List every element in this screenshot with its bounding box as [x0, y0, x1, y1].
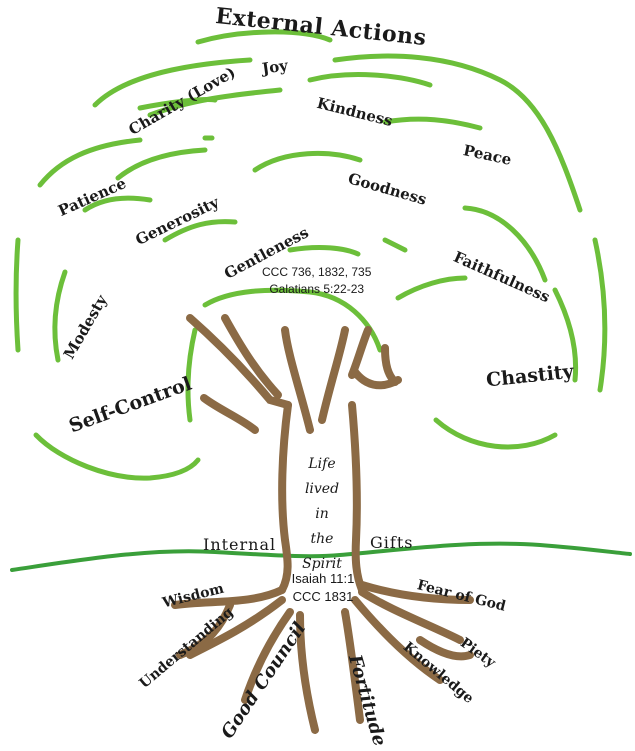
fruit-joy: Joy: [260, 56, 289, 78]
canopy-arc-small-right: [382, 237, 408, 253]
trunk-word: the: [310, 531, 334, 547]
trunk-word: Spirit: [302, 556, 342, 572]
branch-left-4: [200, 394, 259, 434]
label-internal: Internal: [203, 535, 277, 554]
ground-line: [10, 541, 632, 572]
canopy-arc-top: [195, 29, 333, 45]
trunk-reference-2: CCC 1831: [292, 589, 354, 604]
trunk-word: lived: [304, 481, 340, 497]
trunk-word: Life: [308, 456, 336, 472]
canopy-arc-right: [462, 205, 548, 283]
root-right-2: [351, 596, 444, 684]
canopy-arc-upper-left: [92, 57, 253, 108]
canopy-arc-mid-left: [115, 147, 208, 181]
branch-left-2: [221, 314, 282, 399]
branch-right-4: [348, 326, 372, 379]
trunk-reference-1: Isaiah 11:1: [291, 571, 355, 586]
label-gifts: Gifts: [370, 533, 414, 552]
canopy-arc-far-right: [592, 237, 608, 393]
root-right-5: [416, 636, 474, 661]
canopy-arc-center: [252, 151, 363, 173]
canopy-arc-left-outer: [37, 137, 143, 188]
trunk-and-roots: [171, 314, 474, 734]
canopy-arc-top-right: [332, 53, 583, 213]
trunk-word: in: [315, 506, 329, 522]
canopy-arc-center-low: [287, 244, 361, 257]
canopy-references: CCC 736, 1832, 735 Galatians 5:22-23: [262, 264, 371, 298]
trunk-left-edge: [278, 401, 292, 594]
root-left-5: [176, 601, 234, 659]
root-right-4: [358, 581, 474, 604]
trunk-references: Isaiah 11:1 CCC 1831: [283, 570, 363, 606]
canopy-arc-gentleness: [162, 219, 238, 243]
canopy-arc-trunk-top: [202, 287, 383, 353]
canopy-arc-chastity-bottom: [433, 417, 558, 450]
canopy-reference-2: Galatians 5:22-23: [269, 282, 365, 296]
canopy-arc-inner-right: [307, 72, 433, 88]
canopy-arc-lower-left: [33, 432, 201, 481]
branch-left-1: [186, 314, 292, 409]
canopy-foliage: [13, 29, 608, 481]
canopy-arc-right-mid: [552, 287, 579, 383]
root-left-4: [296, 611, 319, 734]
root-left-2: [186, 596, 286, 659]
branch-left-3: [281, 326, 314, 434]
root-left-3: [241, 608, 294, 704]
canopy-arc-right-inner: [382, 116, 483, 131]
canopy-arc-faithfulness: [395, 275, 468, 301]
branch-right-3: [351, 368, 402, 390]
trunk-right-edge: [348, 401, 366, 594]
canopy-arc-mid: [137, 97, 218, 111]
trunk-caption: Life lived in the Spirit: [292, 452, 352, 577]
root-right-3: [358, 588, 464, 644]
canopy-arc-left-side: [13, 237, 21, 353]
canopy-arc-left-mid: [185, 327, 198, 423]
branch-right-2: [381, 344, 399, 386]
canopy-arc-left-inner: [82, 195, 153, 213]
branch-right-1: [318, 326, 349, 424]
canopy-arc-modesty: [52, 269, 68, 363]
canopy-reference-1: CCC 736, 1832, 735: [262, 265, 372, 279]
root-right-1: [341, 608, 364, 724]
